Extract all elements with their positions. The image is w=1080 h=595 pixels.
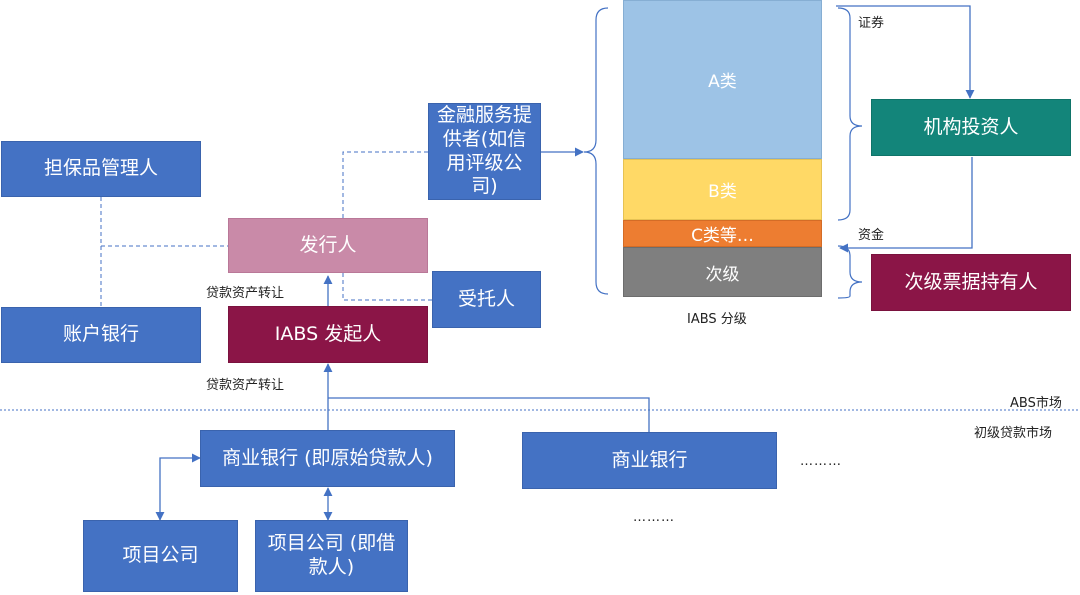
project-company-borrower-box: 项目公司 (即借款人) <box>255 520 408 592</box>
tranche-subordinate: 次级 <box>623 247 822 297</box>
subordinate-holder-box: 次级票据持有人 <box>871 254 1071 311</box>
trustee-box: 受托人 <box>432 271 541 328</box>
primary-loan-market-label: 初级贷款市场 <box>974 426 1053 441</box>
dashed-issuer-service <box>342 151 428 218</box>
funds-label: 资金 <box>858 228 885 243</box>
abs-market-label: ABS市场 <box>1010 396 1062 411</box>
dashed-issuer-trustee <box>342 273 432 301</box>
arrow-funds <box>839 157 973 253</box>
ellipsis-bottom: ……… <box>633 510 675 525</box>
securities-label: 证券 <box>858 16 885 31</box>
commercial-bank-box: 商业银行 <box>522 432 777 489</box>
commercial-bank-original-lender-box: 商业银行 (即原始贷款人) <box>200 430 455 487</box>
right-brace-top <box>837 7 863 221</box>
line-commercial-bank <box>328 397 650 432</box>
issuer-box: 发行人 <box>228 218 428 273</box>
left-brace <box>583 7 609 295</box>
tranche-c: C类等… <box>623 220 822 247</box>
iabs-originator-box: IABS 发起人 <box>228 306 428 363</box>
tranche-a: A类 <box>623 0 822 159</box>
account-bank-box: 账户银行 <box>1 307 201 363</box>
collateral-manager-box: 担保品管理人 <box>1 141 201 197</box>
arrow-securities <box>836 5 975 99</box>
loan-transfer-label-upper: 贷款资产转让 <box>206 286 285 301</box>
loan-transfer-label-lower: 贷款资产转让 <box>206 378 285 393</box>
tranche-b: B类 <box>623 159 822 220</box>
arrow-bank-projectco <box>155 453 201 521</box>
tranching-caption: IABS 分级 <box>687 312 747 327</box>
financial-service-provider-box: 金融服务提供者(如信用评级公司) <box>428 103 541 200</box>
institutional-investor-box: 机构投资人 <box>871 99 1071 156</box>
ellipsis-right: ……… <box>800 454 842 469</box>
right-brace-bottom <box>837 245 863 299</box>
project-company-box: 项目公司 <box>83 520 238 592</box>
